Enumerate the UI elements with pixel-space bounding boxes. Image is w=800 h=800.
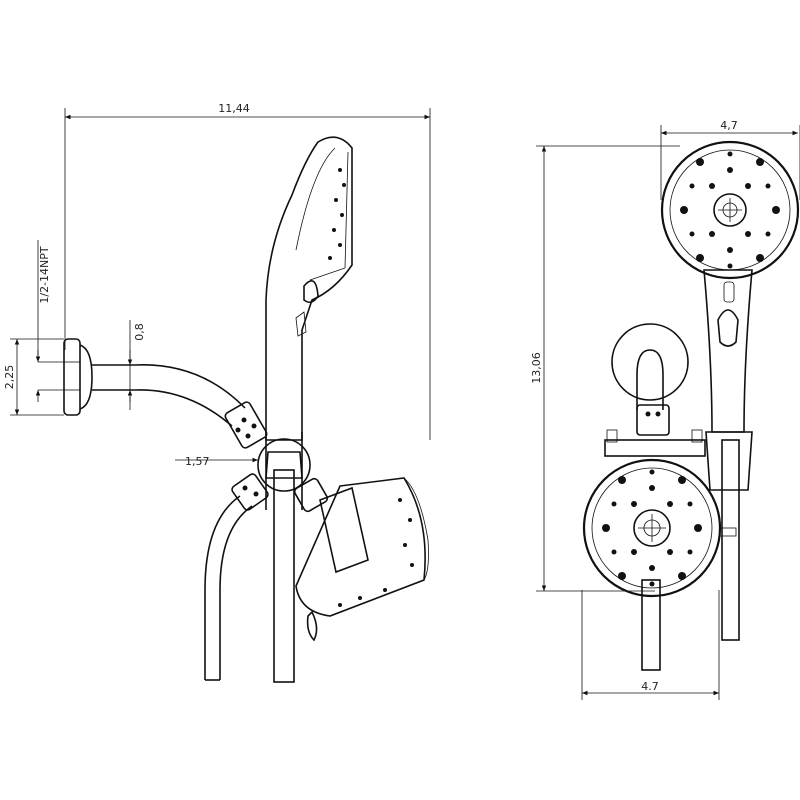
- front-wall-flange: [611, 323, 689, 410]
- dimension-inlet-thread: 1/2-14NPT: [35, 240, 64, 402]
- hand-shower-nozzles: [328, 168, 346, 260]
- slide-bar: [265, 432, 303, 683]
- fixed-shower-head: [293, 477, 429, 642]
- side-view: 11,44 2,25 1/2-14NPT: [3, 102, 431, 683]
- shower-arm: 0,8: [92, 320, 246, 427]
- wall-flange: [63, 338, 93, 416]
- front-hand-shower-nozzles: [680, 151, 780, 269]
- fixed-head-nozzles: [338, 498, 414, 607]
- dim-label-side-width: 11,44: [218, 102, 250, 115]
- diverter-valve: [224, 401, 268, 449]
- dim-label-flange-height: 2,25: [3, 365, 16, 390]
- dim-label-front-top-width: 4,7: [720, 119, 738, 132]
- dimension-front-height: 13,06: [530, 145, 680, 592]
- dim-label-inlet-thread: 1/2-14NPT: [38, 246, 51, 304]
- dimension-side-width: 11,44: [64, 102, 431, 440]
- front-fixed-shower-head: [582, 458, 737, 598]
- dim-label-front-bottom-width: 4.7: [641, 680, 659, 693]
- front-view: 4,7 13,06 4.7: [530, 119, 800, 700]
- dimension-front-bottom-width: 4.7: [581, 590, 720, 700]
- dim-label-holder-diameter: 1,57: [185, 455, 210, 468]
- hose: [204, 473, 269, 681]
- front-hand-shower: [660, 140, 800, 433]
- dimension-flange-height: 2,25: [3, 338, 64, 416]
- dim-label-front-height: 13,06: [530, 352, 543, 384]
- front-slide-bar: [641, 431, 753, 671]
- dimension-front-top-width: 4,7: [660, 119, 800, 200]
- front-diverter: [604, 404, 706, 457]
- front-fixed-head-nozzles: [602, 469, 702, 587]
- dim-label-arm-diameter: 0,8: [133, 323, 146, 341]
- hand-shower: [265, 136, 353, 441]
